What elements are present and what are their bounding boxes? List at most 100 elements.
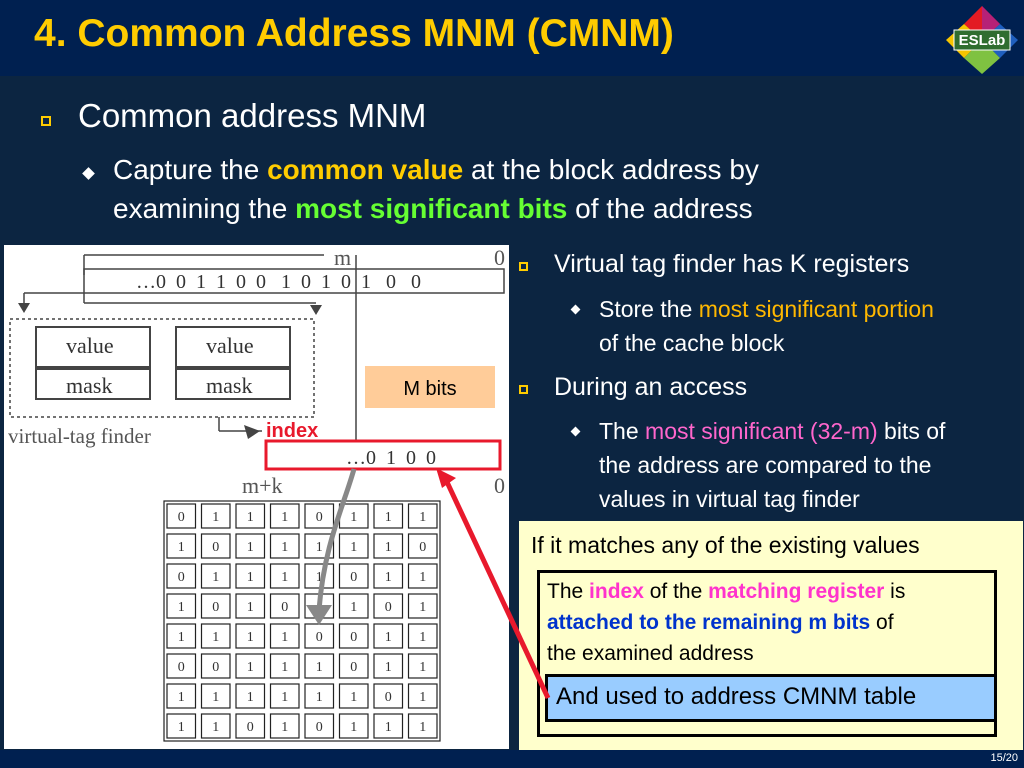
table-cell-value: 1: [385, 630, 392, 645]
table-cell: [373, 623, 404, 649]
table-cell-value: 1: [350, 600, 357, 615]
table-cell: [235, 713, 266, 739]
table-cell: [407, 683, 438, 709]
table-cell: [166, 593, 197, 619]
table-cell: [269, 503, 300, 529]
table-cell-value: 1: [419, 660, 426, 675]
table-cell-value: 0: [316, 510, 323, 525]
table-cell: [407, 563, 438, 589]
table-cell-value: 1: [247, 690, 254, 705]
table-cell: [407, 713, 438, 739]
table-cell-value: 1: [247, 660, 254, 675]
logo-text: ESLab: [959, 32, 1006, 49]
table-cell-value: 1: [385, 660, 392, 675]
sub-bullet-store: Store the most significant portion: [599, 296, 934, 322]
table-cell-value: 1: [385, 540, 392, 555]
table-cell: [200, 653, 231, 679]
page-number: 15/20: [990, 752, 1018, 764]
footer-bar: [0, 750, 1024, 768]
table-cell: [269, 683, 300, 709]
table-cell: [269, 563, 300, 589]
table-cell: [269, 533, 300, 559]
table-cell: [200, 713, 231, 739]
value-label-1: value: [66, 333, 114, 358]
table-cell: [235, 563, 266, 589]
match-callout-label: If it matches any of the existing values: [531, 532, 920, 558]
table-cell-value: 1: [178, 720, 185, 735]
table-cell-value: 1: [178, 540, 185, 555]
mask-label-2: mask: [206, 373, 252, 398]
table-cell-value: 1: [419, 510, 426, 525]
finder-label: virtual-tag finder: [8, 424, 151, 448]
index-bits: …0 1 0 0: [346, 447, 436, 469]
table-cell: [407, 593, 438, 619]
table-cell: [166, 623, 197, 649]
table-cell-value: 0: [247, 720, 254, 735]
table-cell-value: 1: [281, 690, 288, 705]
table-cell: [166, 713, 197, 739]
table-cell-value: 0: [281, 600, 288, 615]
table-cell: [166, 533, 197, 559]
table-cell-value: 1: [212, 630, 219, 645]
table-cell: [304, 683, 335, 709]
sub-bullet-compare-line-3: values in virtual tag finder: [599, 486, 860, 512]
table-cell-value: 1: [247, 600, 254, 615]
table-cell-value: 1: [350, 720, 357, 735]
table-cell-value: 1: [385, 510, 392, 525]
sub-bullet-line-1: Capture the common value at the block ad…: [113, 154, 759, 185]
table-cell: [166, 683, 197, 709]
table-cell-value: 0: [419, 540, 426, 555]
table-cell-value: 1: [281, 570, 288, 585]
table-cell-value: 0: [212, 540, 219, 555]
table-cell-value: 1: [178, 630, 185, 645]
mk-label: m+k: [242, 473, 283, 498]
table-cell: [235, 653, 266, 679]
sub-bullet-compare: The most significant (32-m) bits of: [599, 418, 946, 444]
table-cell-value: 0: [178, 570, 185, 585]
table-cell-value: 0: [212, 660, 219, 675]
cmnm-table-address-box: [545, 674, 997, 722]
table-cell: [338, 593, 369, 619]
table-cell: [235, 683, 266, 709]
table-cell-value: 1: [178, 600, 185, 615]
table-cell: [269, 713, 300, 739]
table-cell-value: 1: [247, 570, 254, 585]
table-cell: [200, 563, 231, 589]
table-cell-value: 1: [281, 630, 288, 645]
table-cell-value: 0: [350, 630, 357, 645]
table-cell-value: 1: [385, 570, 392, 585]
sub-bullet-line-2: examining the most significant bits of t…: [113, 193, 753, 224]
table-cell: [235, 593, 266, 619]
table-cell: [373, 533, 404, 559]
table-cell: [373, 653, 404, 679]
table-cell-value: 0: [178, 510, 185, 525]
table-cell: [407, 533, 438, 559]
table-cell-value: 0: [385, 690, 392, 705]
table-cell: [269, 653, 300, 679]
index-register: [264, 439, 502, 471]
table-cell: [338, 563, 369, 589]
mask-label-1: mask: [66, 373, 112, 398]
table-cell-value: 1: [316, 660, 323, 675]
table-cell-value: 1: [419, 690, 426, 705]
slide-title: 4. Common Address MNM (CMNM): [34, 12, 674, 55]
table-cell: [407, 623, 438, 649]
address-register: [83, 268, 505, 294]
table-cell-value: 0: [385, 600, 392, 615]
table-cell: [373, 683, 404, 709]
square-bullet-icon: [519, 262, 528, 271]
table-cell-value: 1: [419, 630, 426, 645]
eslab-logo: ESLab: [946, 6, 1018, 74]
table-cell-value: 0: [316, 720, 323, 735]
table-cell-value: 0: [350, 570, 357, 585]
sub-bullet-store-line-2: of the cache block: [599, 330, 785, 356]
finder-box: [9, 318, 315, 418]
value-label-2: value: [206, 333, 254, 358]
table-cell-value: 1: [350, 690, 357, 705]
table-cell: [200, 623, 231, 649]
title-bar: [0, 0, 1024, 76]
table-cell-value: 1: [385, 720, 392, 735]
diamond-bullet-icon: [82, 167, 95, 180]
table-cell: [304, 713, 335, 739]
